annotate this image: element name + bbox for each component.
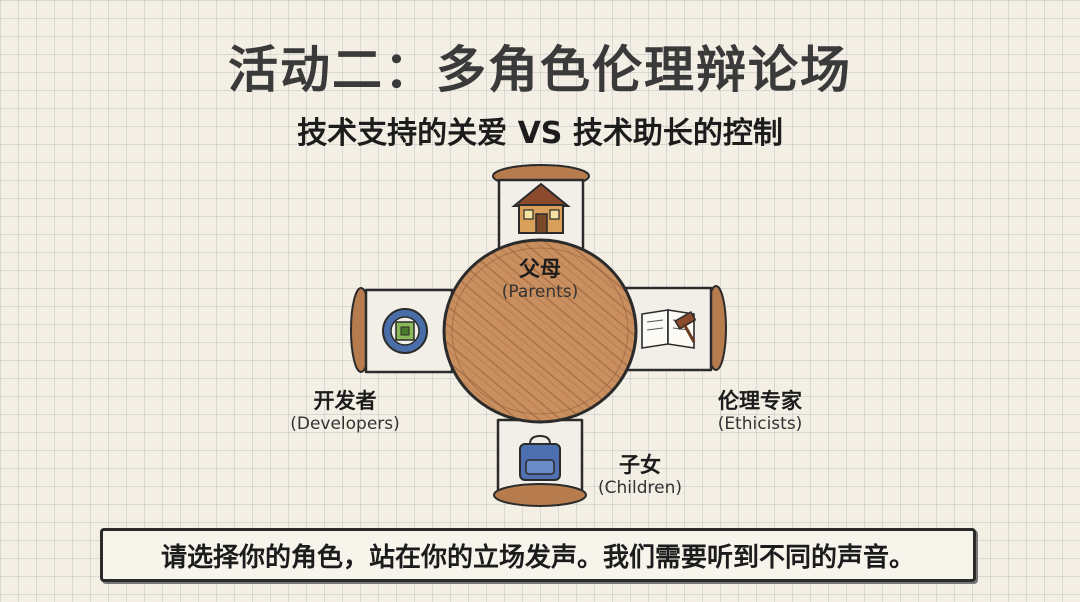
chair-right <box>624 285 727 372</box>
role-developers-en: (Developers) <box>290 414 400 435</box>
backpack-icon <box>519 434 561 481</box>
page-subtitle: 技术支持的关爱 VS 技术助长的控制 <box>297 116 783 151</box>
book-gavel-icon <box>641 309 697 349</box>
role-parents-en: (Parents) <box>501 282 579 303</box>
role-ethicists[interactable]: 伦理专家 (Ethicists) <box>690 388 830 436</box>
page-title: 活动二：多角色伦理辩论场 <box>228 41 852 99</box>
role-developers[interactable]: 开发者 (Developers) <box>270 388 420 436</box>
role-children[interactable]: 子女 (Children) <box>580 452 700 500</box>
role-children-cn: 子女 <box>619 453 661 477</box>
role-ethicists-en: (Ethicists) <box>717 414 803 435</box>
role-developers-cn: 开发者 <box>313 389 377 413</box>
house-icon <box>511 182 571 234</box>
call-to-action-banner: 请选择你的角色，站在你的立场发声。我们需要听到不同的声音。 <box>100 528 976 582</box>
role-parents[interactable]: 父母 (Parents) <box>470 256 610 304</box>
chair-bottom <box>493 418 587 507</box>
round-table <box>442 238 638 424</box>
gear-chip-icon <box>382 308 428 354</box>
role-parents-cn: 父母 <box>519 257 561 281</box>
role-children-en: (Children) <box>598 478 682 499</box>
chair-left <box>350 287 454 374</box>
role-ethicists-cn: 伦理专家 <box>718 389 802 413</box>
